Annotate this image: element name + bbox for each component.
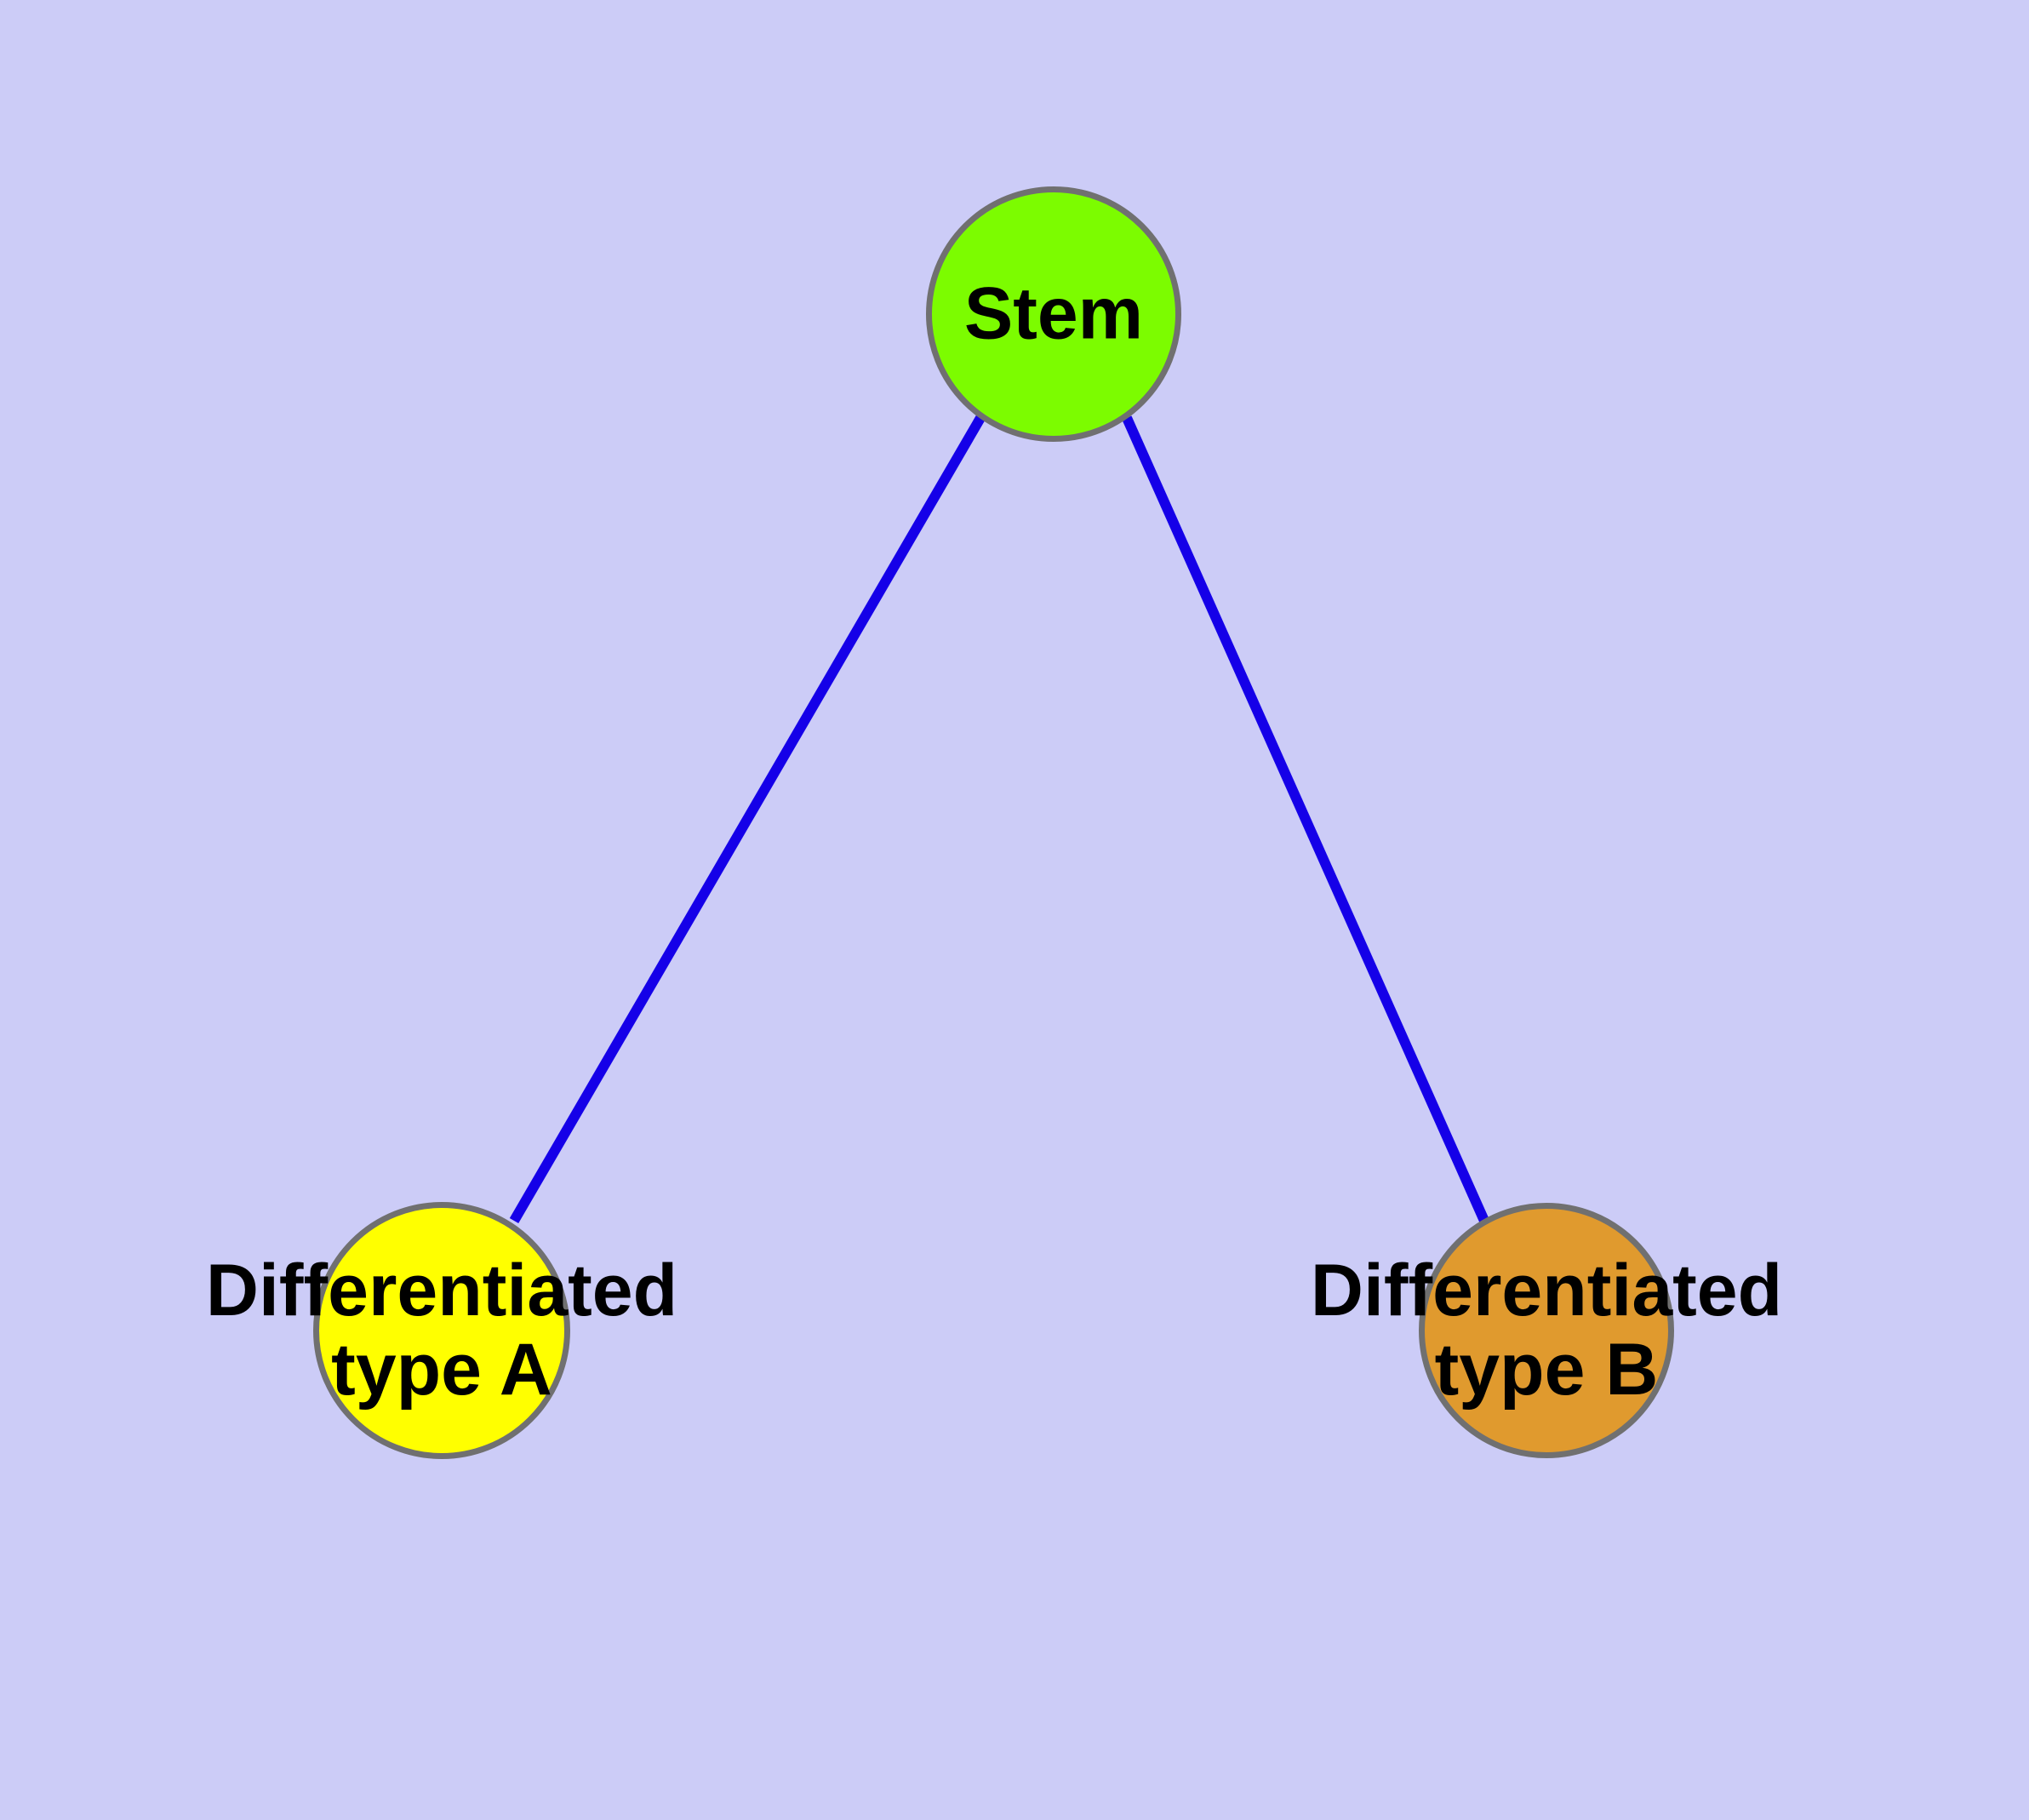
graph-node-stem[interactable] [926,186,1181,442]
graph-edge-stem-to-diff-a[interactable] [509,415,986,1224]
node-layer [313,186,1674,1459]
graph-node-diff-a[interactable] [313,1202,570,1459]
edge-layer [509,415,1489,1224]
graph-node-diff-b[interactable] [1419,1203,1674,1458]
graph-edge-stem-to-diff-b[interactable] [1122,415,1489,1223]
